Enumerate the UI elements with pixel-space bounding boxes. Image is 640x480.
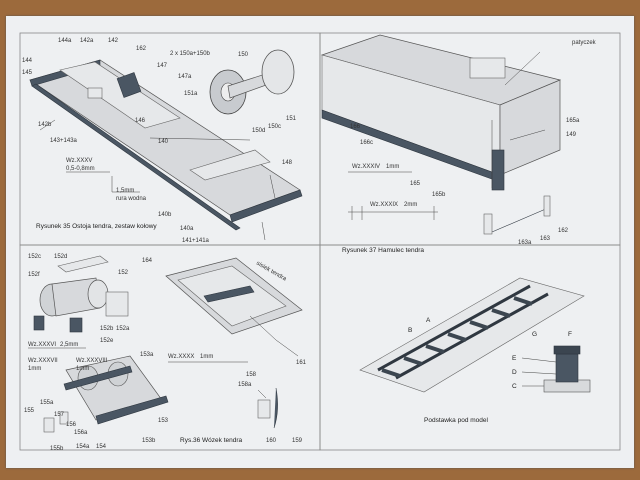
label-157: 157 (54, 412, 65, 418)
label-156a: 156a (74, 430, 88, 436)
label-152a: 152a (116, 326, 130, 332)
caption-fig35: Rysunek 35 Ostoja tendra, zestaw kołowy (36, 223, 157, 230)
tender-body-drawing (320, 34, 562, 191)
label-wire38mm: 1mm (76, 366, 89, 372)
label-152: 152 (118, 270, 129, 276)
label-161: 161 (296, 360, 307, 366)
label-152e: 152e (100, 338, 114, 344)
brake-parts-drawing (348, 195, 551, 235)
bogie-small-parts (257, 387, 278, 429)
label-150c: 150c (268, 124, 281, 130)
bogie-assembly-drawing (43, 355, 169, 433)
caption-fig36: Rys.36 Wózek tendra (180, 437, 243, 444)
caption-stand: Podstawka pod model (424, 417, 489, 424)
label-140: 140 (158, 139, 169, 145)
label-152c: 152c (28, 254, 41, 260)
tender-frame-drawing (29, 59, 303, 241)
label-142: 142 (108, 38, 119, 44)
label-158a: 158a (238, 382, 252, 388)
label-144: 144 (22, 58, 33, 64)
label-147a: 147a (178, 74, 192, 80)
label-166: 166 (350, 124, 361, 130)
stand-detail-drawing (521, 345, 591, 393)
label-141: 141+141a (182, 238, 210, 244)
label-156: 156 (66, 422, 77, 428)
label-153a: 153a (140, 352, 154, 358)
wheelset-drawing (209, 49, 295, 115)
label-162: 162 (136, 46, 147, 52)
label-160: 160 (266, 438, 277, 444)
label-163: 163 (540, 236, 551, 242)
label-wire34: Wz.XXXIV (352, 164, 380, 170)
stand-drawing (359, 277, 585, 393)
label-155b: 155b (50, 446, 64, 452)
label-G: G (532, 331, 537, 338)
label-wire34mm: 1mm (386, 164, 399, 170)
label-151a: 151a (184, 91, 198, 97)
label-wheels: 2 x 150a+150b (170, 51, 211, 57)
label-wire39mm: 2mm (404, 202, 417, 208)
label-148: 148 (282, 160, 293, 166)
label-C: C (512, 383, 517, 390)
label-wire35: Wz.XXXV (66, 158, 92, 164)
label-152f: 152f (28, 272, 40, 278)
label-B: B (408, 327, 412, 334)
label-wire37mm: 1mm (28, 366, 41, 372)
label-151: 151 (286, 116, 297, 122)
label-147: 147 (157, 63, 168, 69)
label-155a: 155a (40, 400, 54, 406)
label-145: 145 (22, 70, 33, 76)
label-142a: 142a (80, 38, 94, 44)
label-D: D (512, 369, 517, 376)
label-154a: 154a (76, 444, 90, 450)
label-wire39: Wz.XXXIX (370, 202, 398, 208)
label-wire38: Wz.XXXVIII (76, 358, 108, 364)
label-165a: 165a (566, 118, 580, 124)
label-E: E (512, 355, 517, 362)
label-142b: 142b (38, 122, 52, 128)
label-wire36mm: 2,5mm (60, 342, 78, 348)
label-165: 165 (410, 181, 421, 187)
label-149: 149 (566, 132, 577, 138)
label-wire30mm: 1mm (200, 354, 213, 360)
label-144a: 144a (58, 38, 72, 44)
label-154: 154 (96, 444, 107, 450)
label-143: 143+143a (50, 138, 78, 144)
panel-borders (19, 32, 621, 451)
label-wire15: 1,5mm (116, 188, 134, 194)
label-140a: 140a (180, 226, 194, 232)
label-153: 153 (158, 418, 169, 424)
label-rura: rura wodna (116, 196, 147, 202)
label-155: 155 (24, 408, 35, 414)
label-150: 150 (238, 52, 249, 58)
label-165b: 165b (432, 192, 446, 198)
label-wire30: Wz.XXXX (168, 354, 194, 360)
label-152b: 152b (100, 326, 114, 332)
label-patyczek: patyczek (572, 40, 597, 46)
label-152d: 152d (54, 254, 67, 260)
label-wire35mm: 0,5-0,8mm (66, 166, 95, 172)
label-wire37: Wz.XXXVII (28, 358, 58, 364)
label-164: 164 (142, 258, 153, 264)
label-158: 158 (246, 372, 257, 378)
label-F: F (568, 331, 572, 338)
caption-fig37: Rysunek 37 Hamulec tendra (342, 247, 424, 254)
label-163a: 163a (518, 240, 532, 246)
label-166c: 166c (360, 140, 373, 146)
label-A: A (426, 317, 431, 324)
label-140b: 140b (158, 212, 172, 218)
label-150d: 150d (252, 128, 265, 134)
wire-pipe-icons (66, 171, 140, 193)
label-146: 146 (135, 118, 146, 124)
label-153b: 153b (142, 438, 156, 444)
label-162b: 162 (558, 228, 569, 234)
bogie-frame-drawing (165, 257, 303, 357)
bogie-parts-drawing (33, 255, 129, 333)
label-wire36: Wz.XXXVI (28, 342, 56, 348)
label-159: 159 (292, 438, 303, 444)
